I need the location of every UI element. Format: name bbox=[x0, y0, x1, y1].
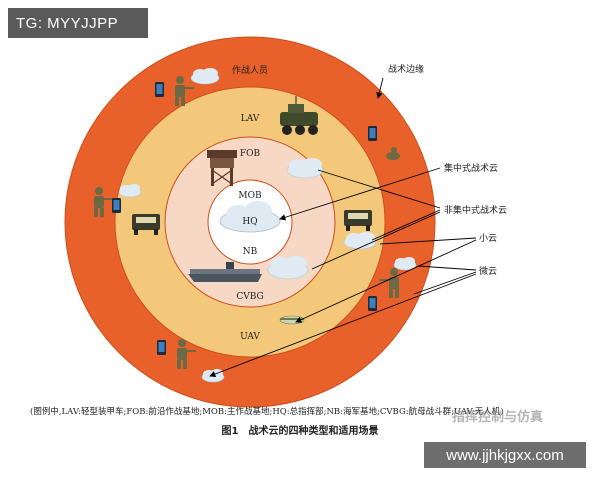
figure-caption: 图1 战术云的四种类型和适用场景 bbox=[221, 426, 379, 437]
callout-micro-cloud: 微云 bbox=[479, 265, 497, 277]
phone-icon bbox=[155, 82, 164, 97]
aircraft-carrier-icon bbox=[188, 262, 262, 282]
armored-vehicle-icon bbox=[280, 96, 318, 135]
label-fob: FOB bbox=[240, 149, 261, 159]
cloud-icon bbox=[201, 369, 225, 383]
label-cvbg: CVBG bbox=[236, 292, 263, 302]
phone-icon bbox=[368, 296, 377, 311]
cloud-icon bbox=[393, 257, 417, 271]
label-mob: MOB bbox=[238, 191, 262, 201]
callout-centralized: 集中式战术云 bbox=[444, 162, 498, 174]
hq-cloud-icon: HQ bbox=[219, 201, 281, 233]
soldier-icon bbox=[386, 147, 400, 160]
soldier-icon bbox=[379, 268, 399, 298]
cloud-icon bbox=[190, 68, 220, 85]
label-lav: LAV bbox=[241, 114, 260, 124]
cloud-icon bbox=[118, 184, 142, 198]
phone-icon bbox=[112, 198, 121, 213]
label-nb: NB bbox=[243, 247, 258, 257]
callout-lines bbox=[209, 77, 477, 378]
label-hq: HQ bbox=[242, 217, 257, 227]
armored-vehicle-icon bbox=[132, 214, 160, 235]
label-personnel: 作战人员 bbox=[232, 64, 268, 76]
soldier-icon bbox=[177, 339, 196, 369]
armored-vehicle-icon bbox=[344, 210, 372, 231]
cloud-icon bbox=[267, 256, 309, 280]
phone-icon bbox=[368, 126, 377, 141]
label-uav: UAV bbox=[240, 332, 260, 342]
watchtower-icon bbox=[207, 150, 237, 186]
soldier-icon bbox=[175, 76, 194, 106]
brand-watermark: 指挥控制与仿真 bbox=[452, 410, 544, 425]
callout-edge: 战术边缘 bbox=[388, 63, 424, 75]
callout-small-cloud: 小云 bbox=[479, 233, 497, 244]
callout-decentralized: 非集中式战术云 bbox=[444, 204, 507, 216]
figure-legend: (图例中,LAV:轻型装甲车;FOB:前沿作战基地;MOB:主作战基地;HQ:总… bbox=[30, 407, 504, 417]
cloud-icon bbox=[343, 232, 377, 250]
site-url: www.jjhkjgxx.com bbox=[424, 442, 586, 468]
soldier-icon bbox=[94, 187, 113, 217]
watermark-tag: TG: MYYJJPP bbox=[8, 8, 148, 38]
cloud-icon bbox=[286, 158, 324, 179]
phone-icon bbox=[157, 340, 166, 355]
